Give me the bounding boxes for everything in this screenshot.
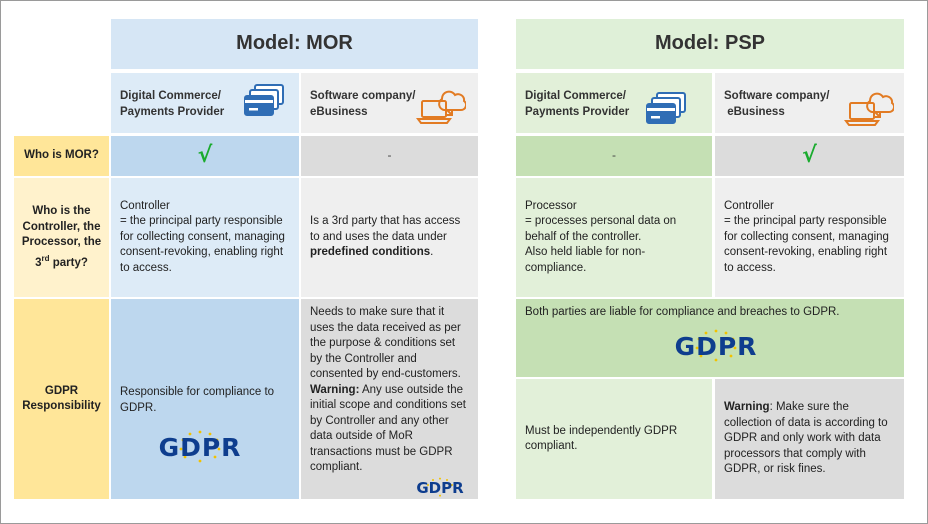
svg-text:GDPR: GDPR bbox=[675, 332, 758, 361]
credit-cards-icon bbox=[646, 92, 686, 124]
mor-col1-gdpr: Responsible for compliance to GDPR. bbox=[111, 299, 299, 499]
check-mark-icon: √ bbox=[802, 143, 817, 169]
row-label-controller: Who is the Controller, the Processor, th… bbox=[14, 178, 109, 297]
mor-col1-controller: Controller = the principal party respons… bbox=[111, 178, 299, 297]
check-mark-icon: √ bbox=[197, 143, 213, 169]
laptop-cloud-icon bbox=[844, 92, 894, 126]
gdpr-logo: GDPR bbox=[416, 477, 464, 497]
psp-col1-gdpr: Must be independently GDPR compliant. bbox=[516, 379, 712, 499]
mor-col2-header: Software company/ eBusiness bbox=[301, 73, 478, 133]
psp-title: Model: PSP bbox=[516, 19, 904, 69]
psp-gdpr-shared: Both parties are liable for compliance a… bbox=[516, 299, 904, 377]
psp-col1-header: Digital Commerce/ Payments Provider bbox=[516, 73, 712, 133]
mor-col1-who-is-mor: √ bbox=[111, 136, 299, 176]
mor-col2-controller: Is a 3rd party that has access to and us… bbox=[301, 178, 478, 297]
svg-text:GDPR: GDPR bbox=[159, 433, 242, 462]
laptop-cloud-icon bbox=[416, 90, 466, 124]
psp-col2-controller: Controller = the principal party respons… bbox=[715, 178, 904, 297]
gdpr-logo: GDPR bbox=[675, 329, 758, 362]
gdpr-logo: GDPR bbox=[159, 430, 242, 463]
psp-col1-controller: Processor = processes personal data on b… bbox=[516, 178, 712, 297]
psp-col1-who-is-mor: - bbox=[516, 136, 712, 176]
mor-col2-who-is-mor: - bbox=[301, 136, 478, 176]
psp-col2-gdpr: Warning: Make sure the collection of dat… bbox=[715, 379, 904, 499]
mor-col2-gdpr: Needs to make sure that it uses the data… bbox=[301, 299, 478, 499]
mor-title: Model: MOR bbox=[111, 19, 478, 69]
psp-col2-who-is-mor: √ bbox=[715, 136, 904, 176]
row-label-gdpr: GDPR Responsibility bbox=[14, 299, 109, 499]
row-label-who-is-mor: Who is MOR? bbox=[14, 136, 109, 176]
svg-text:GDPR: GDPR bbox=[416, 479, 464, 497]
credit-cards-icon bbox=[244, 84, 284, 116]
